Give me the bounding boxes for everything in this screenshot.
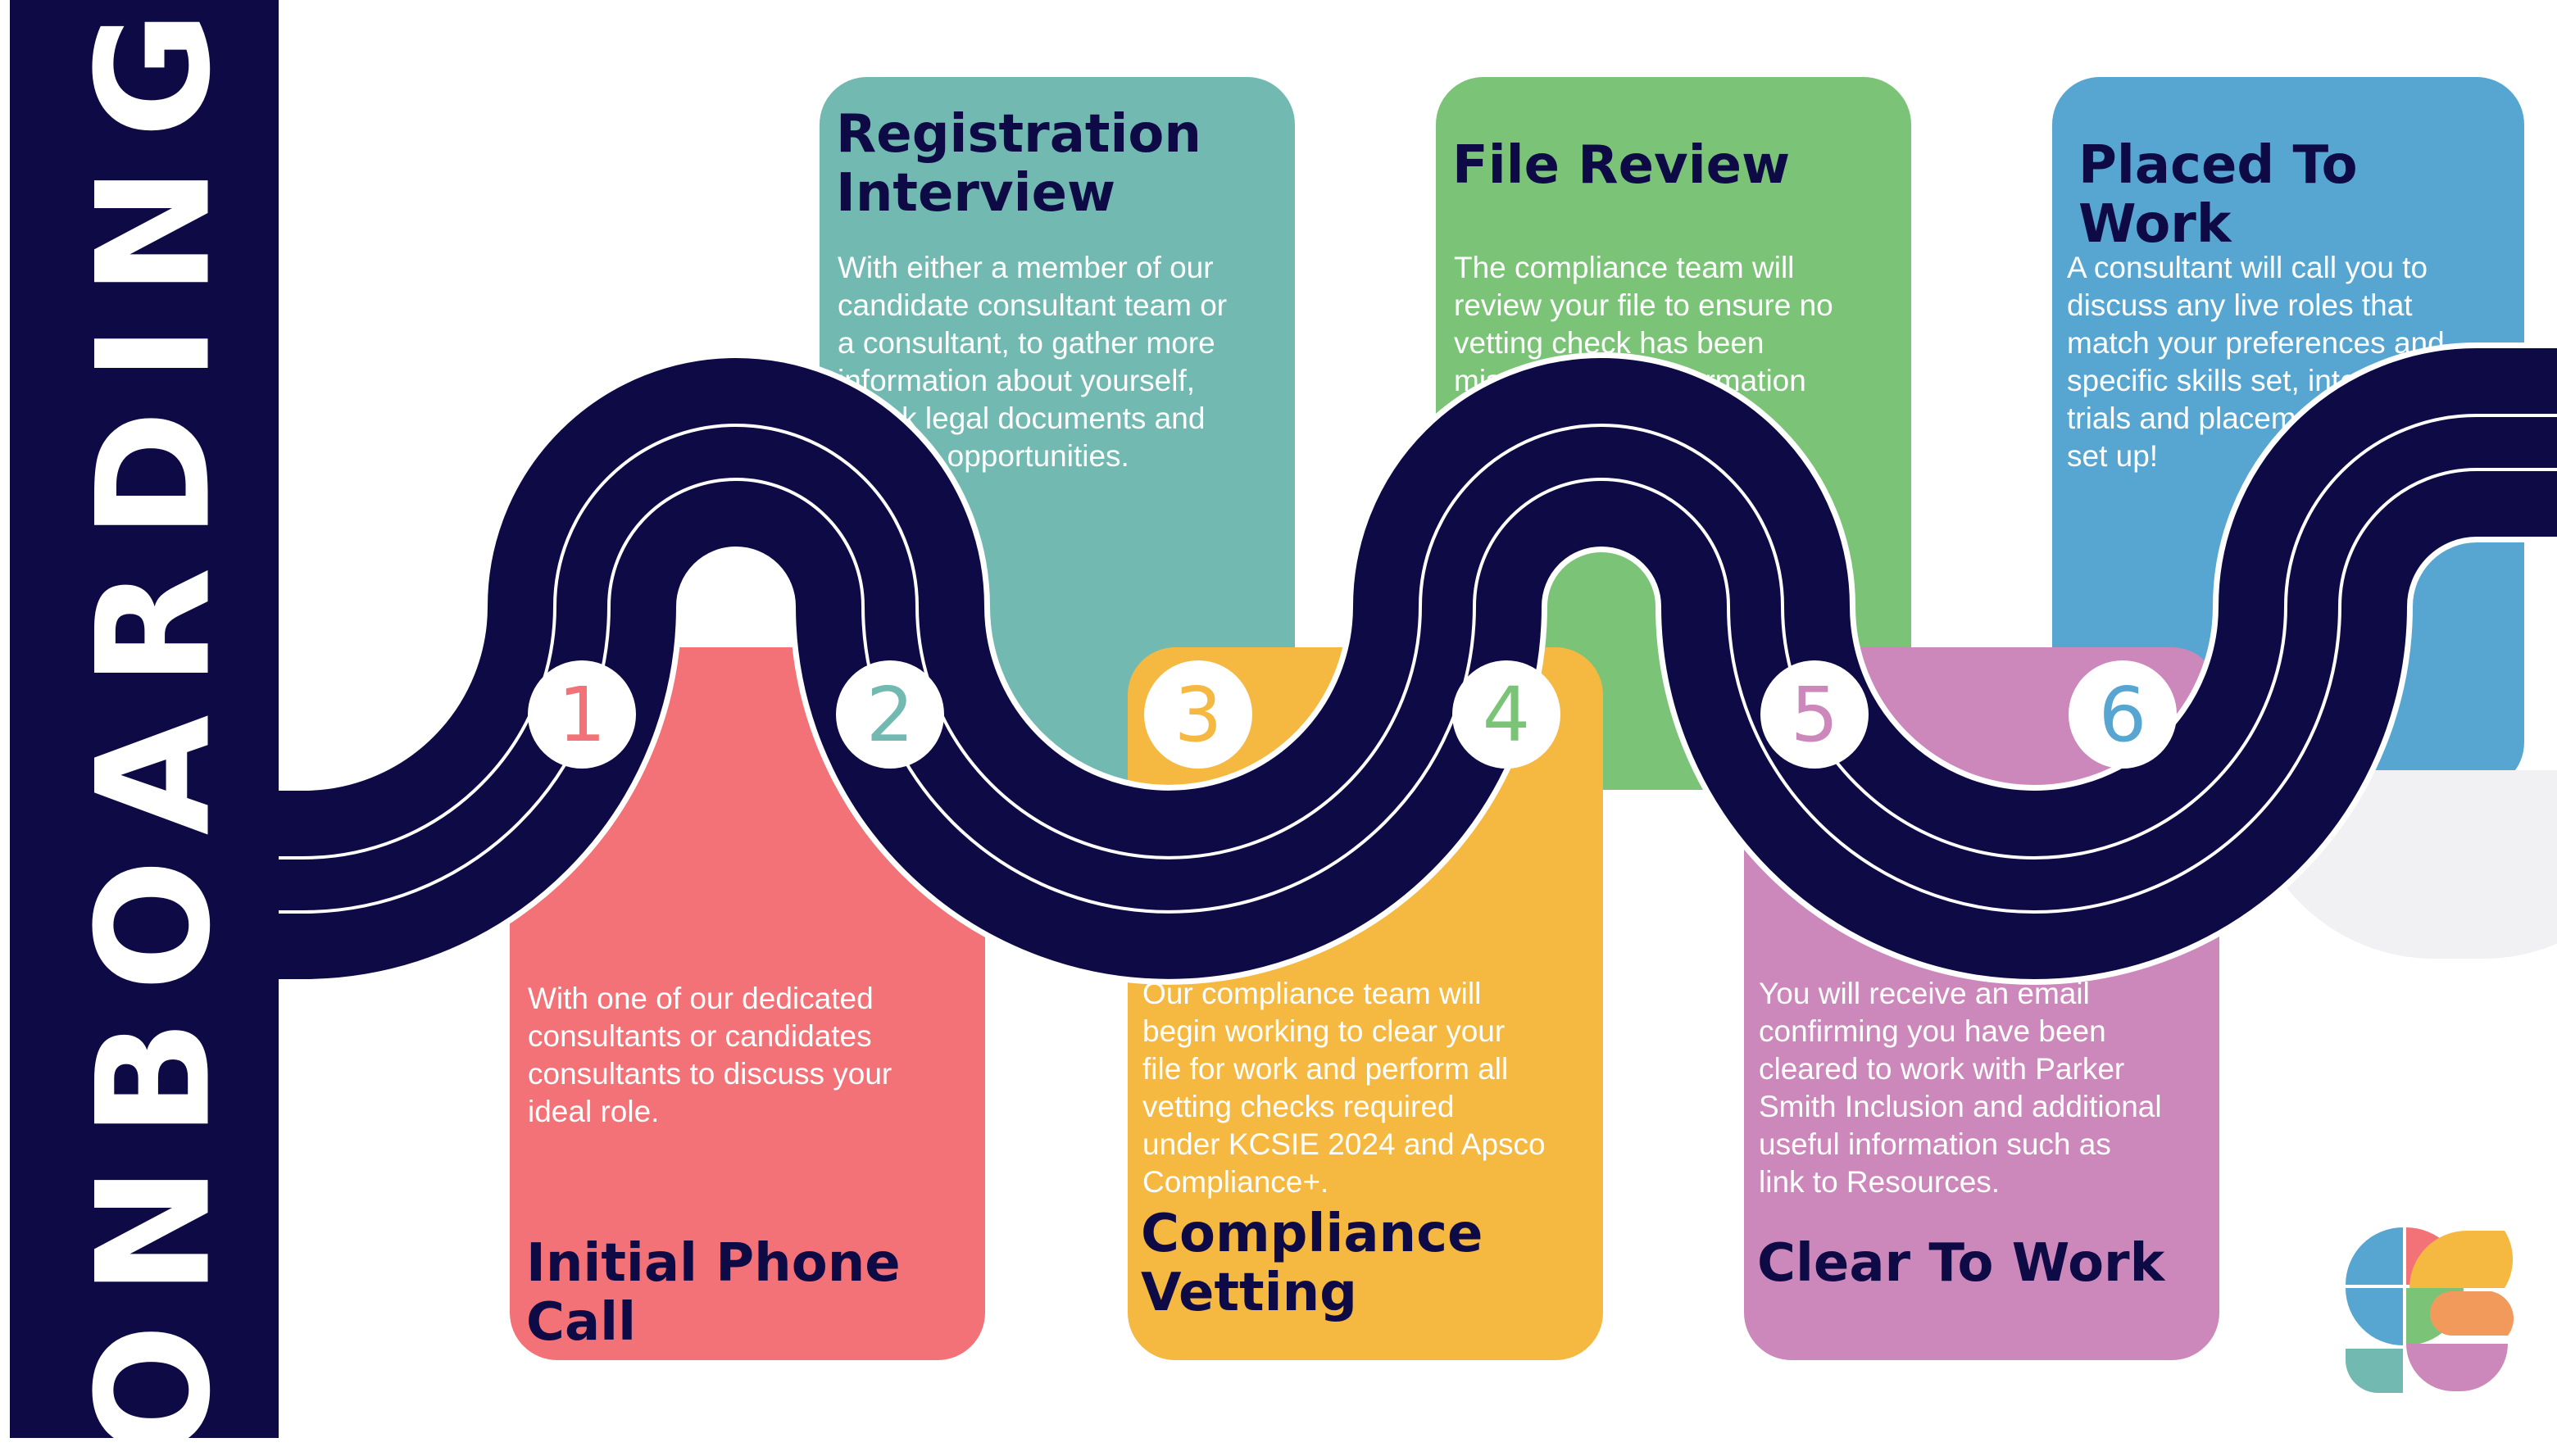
step-6-badge-circle [2069, 660, 2177, 769]
step-2-card: Registration Interview With either a mem… [820, 77, 1295, 790]
step-4-badge-circle [1452, 660, 1560, 769]
step-5-card: You will receive an email confirming you… [1744, 647, 2219, 1360]
text-line: cleared to work with Parker [1759, 1052, 2125, 1086]
text-line: information about yourself, [838, 364, 1196, 397]
text-line: candidate consultant team or [838, 288, 1228, 322]
text-line: begin working to clear your [1142, 1014, 1506, 1048]
text-line: file for work and perform all [1142, 1052, 1509, 1086]
logo-segment [2346, 1349, 2403, 1393]
logo-segment [2409, 1231, 2514, 1288]
step-3-title: Compliance Vetting [1141, 1204, 1483, 1322]
text-line: consultants to discuss your [528, 1057, 892, 1091]
step-6-badge: 6 [2069, 660, 2177, 769]
text-line: set up! [2067, 439, 2159, 473]
step-1-badge: 1 [528, 660, 636, 769]
step-2-title: Registration Interview [836, 105, 1201, 223]
step-1-title: Initial Phone Call [526, 1233, 901, 1353]
logo-segment [2430, 1291, 2514, 1336]
text-line: Smith Inclusion and additional [1759, 1090, 2162, 1123]
step-1-badge-circle [528, 660, 636, 769]
step-6-title: Placed To Work [2078, 135, 2358, 255]
text-line: consultants or candidates [528, 1019, 872, 1053]
step-2-title-line: Interview [836, 163, 1116, 224]
step-2-number: 2 [866, 671, 915, 759]
text-line: With one of our dedicated [528, 982, 874, 1015]
step-3-title-line: Vetting [1141, 1263, 1357, 1323]
text-line: ideal role. [528, 1095, 660, 1128]
step-5-badge-circle [1760, 660, 1869, 769]
step-2-title-line: Registration [836, 104, 1201, 165]
sidebar: ONBOARDING [10, 0, 279, 1456]
step-5-number: 5 [1791, 671, 1839, 759]
text-line: review your file to ensure no [1454, 288, 1833, 322]
step-4-badge: 4 [1452, 660, 1560, 769]
text-line: useful information such as [1759, 1127, 2111, 1161]
step-5-title: Clear To Work [1757, 1233, 2165, 1294]
step-2-badge: 2 [836, 660, 944, 769]
text-line: vetting checks required [1142, 1090, 1455, 1123]
step-4-title: File Review [1452, 135, 1791, 196]
logo-segment [2346, 1288, 2403, 1345]
step-3-badge-circle [1144, 660, 1252, 769]
logo-segment [2406, 1344, 2508, 1391]
text-line: The compliance team will [1454, 251, 1795, 284]
step-6-number: 6 [2099, 671, 2147, 759]
text-line: a consultant, to gather more [838, 326, 1215, 360]
text-line: A consultant will call you to [2067, 251, 2428, 284]
text-line: discuss any live roles that [2067, 288, 2413, 322]
step-3-description: Our compliance team will begin working t… [1142, 975, 1546, 1201]
step-3-badge: 3 [1144, 660, 1252, 769]
ps-logo [2346, 1227, 2514, 1393]
text-line: With either a member of our [838, 251, 1214, 284]
step-5-description: You will receive an email confirming you… [1759, 975, 2162, 1201]
step-3-title-line: Compliance [1141, 1204, 1483, 1264]
text-line: confirming you have been [1759, 1014, 2106, 1048]
logo-segment [2346, 1227, 2403, 1285]
text-line: under KCSIE 2024 and Apsco [1142, 1127, 1546, 1161]
road-lane-fill [279, 417, 2557, 910]
step-3-number: 3 [1174, 671, 1223, 759]
step-1-number: 1 [558, 671, 606, 759]
text-line: link to Resources. [1759, 1165, 2001, 1199]
step-4-number: 4 [1483, 671, 1531, 759]
step-2-badge-circle [836, 660, 944, 769]
text-line: Compliance+. [1142, 1165, 1329, 1199]
step-5-badge: 5 [1760, 660, 1869, 769]
text-line: match your preferences and [2067, 326, 2445, 360]
step-1-description: With one of our dedicated consultants or… [528, 980, 892, 1131]
